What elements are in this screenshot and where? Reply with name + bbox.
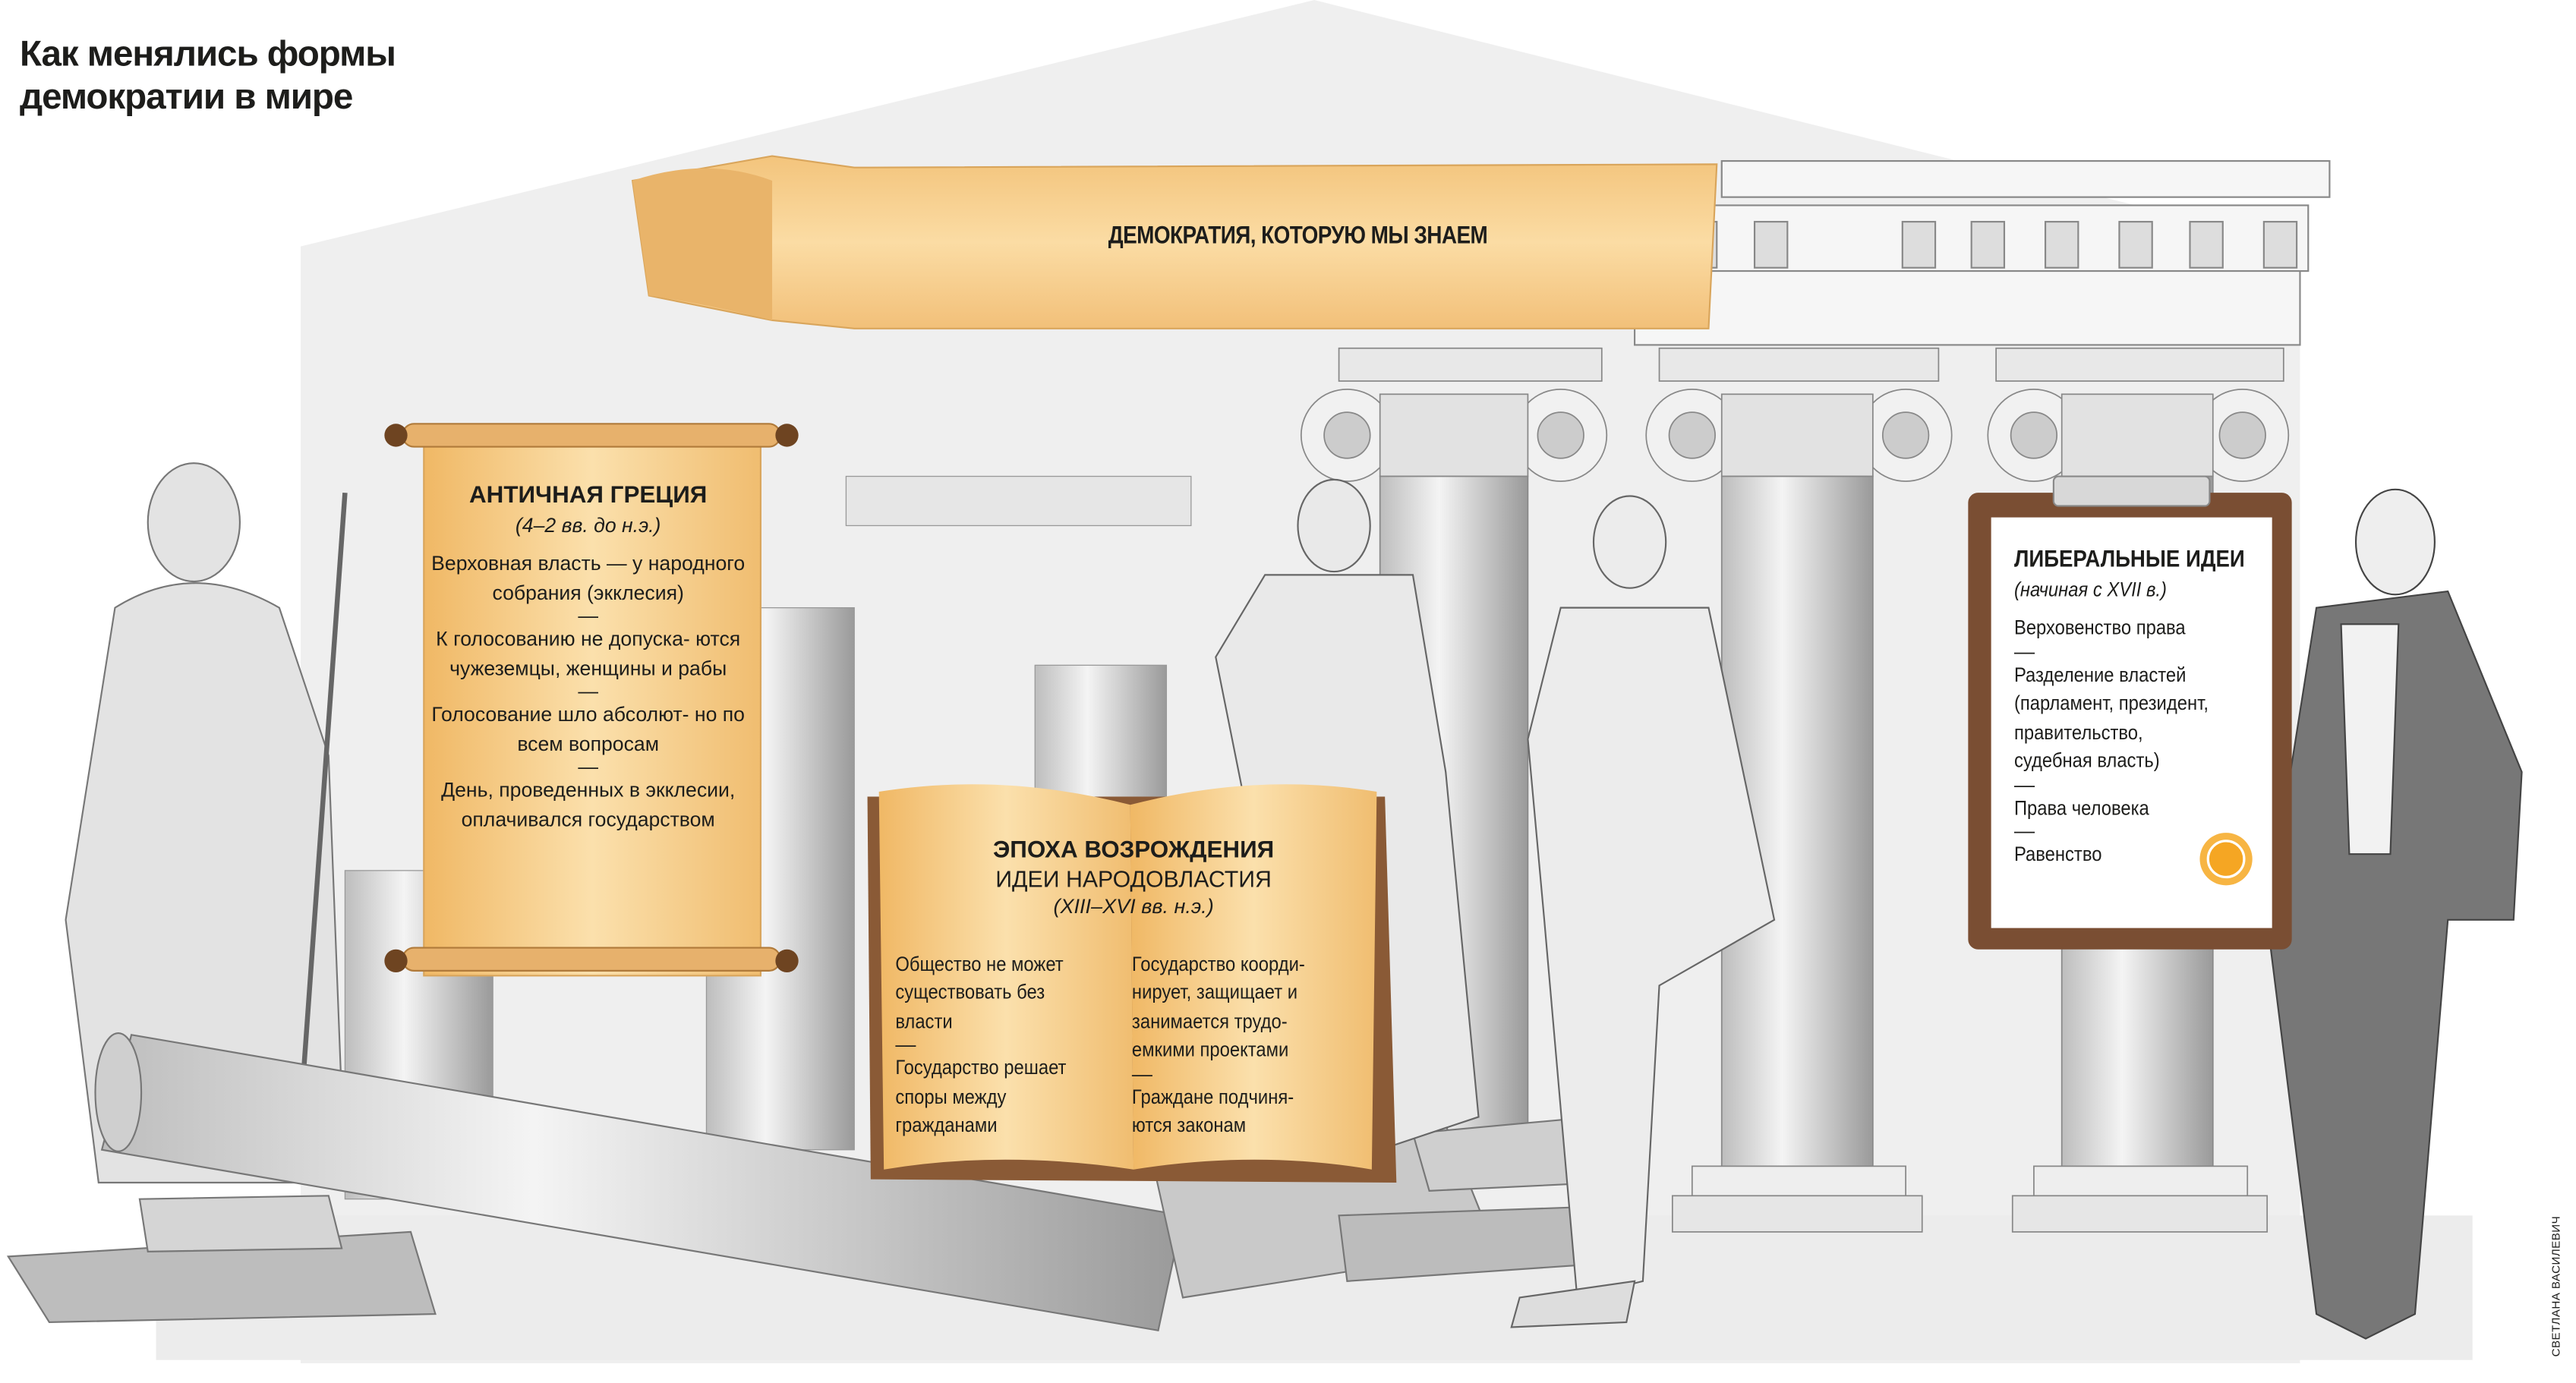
separator: — [578,604,598,628]
renaissance-item: Государство коорди- нирует, защищает и з… [1131,953,1305,1062]
gentleman [2266,488,2523,1340]
renaissance-panel: ЭПОХА ВОЗРОЖДЕНИЯ ИДЕИ НАРОДОВЛАСТИЯ (XI… [895,838,1372,1141]
author-credit: СВЕТЛАНА ВАСИЛЕВИЧ [2551,1215,2563,1357]
separator: — [578,755,598,779]
liberal-period: (начиная с XVII в.) [2013,577,2167,600]
separator: — [895,1033,916,1057]
entablature [1633,159,2331,346]
renaissance-period: (XIII–XVI вв. н.э.) [1053,895,1214,918]
renaissance-subheading: ИДЕИ НАРОДОВЛАСТИЯ [995,865,1272,892]
greek-scroll [384,423,799,977]
greece-item: Верховная власть — у народного собрания … [431,552,746,604]
greece-item: Голосование шло абсолют- но по всем вопр… [431,703,745,755]
separator: — [2013,639,2035,663]
separator: — [2013,819,2035,843]
page-title: Как менялись формы демократии в мире [20,33,396,118]
liberal-heading: ЛИБЕРАЛЬНЫЕ ИДЕИ [2013,547,2245,574]
separator: — [2013,773,2035,796]
renaissance-man [1510,495,1776,1328]
banner-scroll [631,155,1718,329]
renaissance-heading: ЭПОХА ВОЗРОЖДЕНИЯ [992,837,1275,865]
ancient-greece-period: (4–2 вв. до н.э.) [515,513,661,537]
liberal-ideas-panel: ЛИБЕРАЛЬНЫЕ ИДЕИ (начиная с XVII в.) Вер… [2014,547,2277,870]
banner-text: ДЕМОКРАТИЯ, КОТОРУЮ МЫ ЗНАЕМ [920,222,1676,250]
renaissance-item: Граждане подчиня- ются законам [1131,1085,1294,1137]
renaissance-item: Общество не может существовать без власт… [895,953,1064,1033]
liberal-item: Равенство [2013,843,2102,866]
liberal-item: Верховенство права [2013,616,2186,639]
renaissance-item: Государство решает споры между гражданам… [895,1056,1067,1137]
fallen-column [6,1032,1603,1332]
separator: — [578,679,598,704]
clipboard [1968,475,2292,950]
open-book [867,784,1397,1183]
renaissance-left-column: Общество не может существовать без власт… [895,951,1118,1141]
greece-item: К голосованию не допуска- ются чужеземцы… [436,627,741,679]
title-line-1: Как менялись формы [19,33,396,74]
renaissance-right-column: Государство коорди- нирует, защищает и з… [1132,951,1355,1141]
greece-item: День, проведенных в экклесии, оплачивалс… [441,778,736,830]
separator: — [1131,1062,1152,1085]
title-line-2: демократии в мире [19,75,353,117]
banner-label: ДЕМОКРАТИЯ, КОТОРУЮ МЫ ЗНАЕМ [1108,222,1488,250]
ancient-greece-panel: АНТИЧНАЯ ГРЕЦИЯ (4–2 вв. до н.э.) Верхов… [430,483,746,834]
ancient-greece-heading: АНТИЧНАЯ ГРЕЦИЯ [468,483,708,509]
liberal-item: Права человека [2013,795,2149,819]
liberal-item: Разделение властей (парламент, президент… [2013,663,2209,773]
sun-icon [2199,833,2253,886]
